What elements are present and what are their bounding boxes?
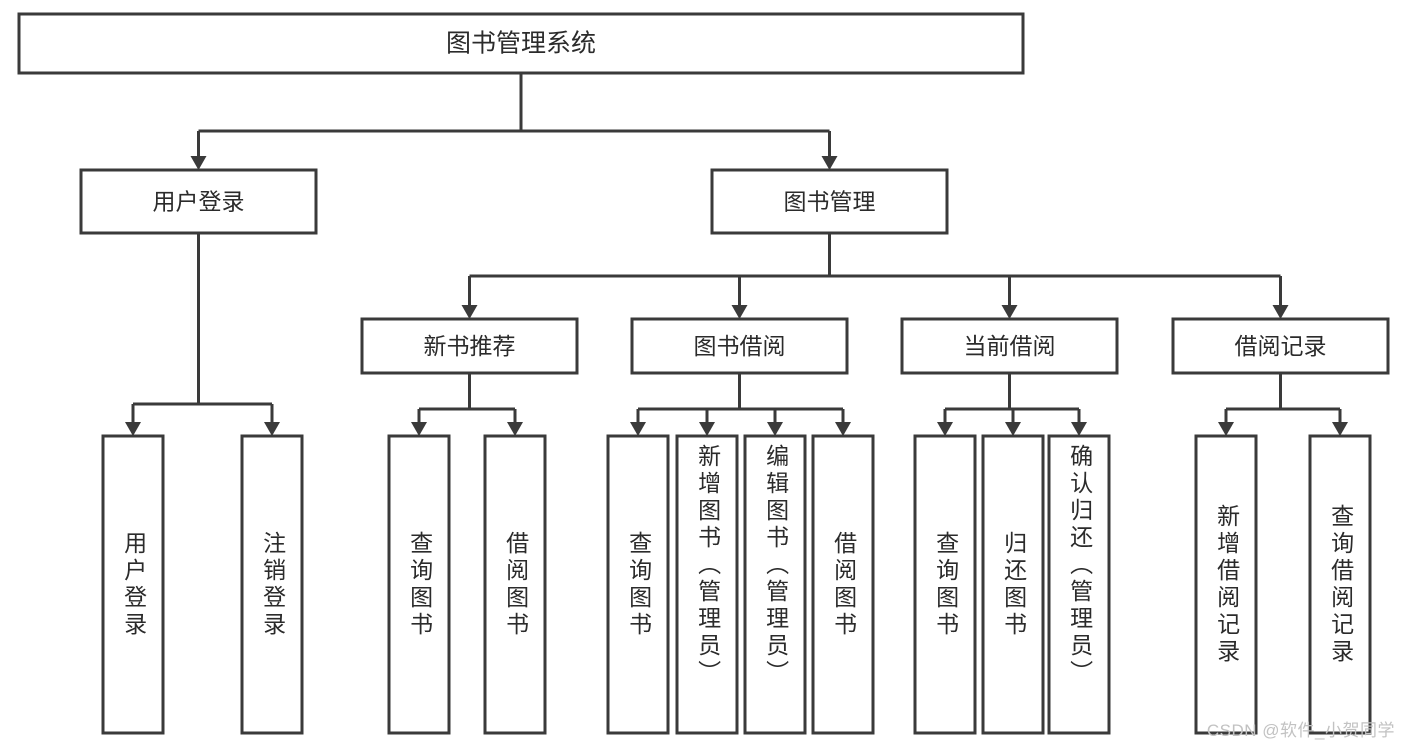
node-leaf-user-login[interactable] — [101, 434, 165, 735]
node-label-user-login: 用户登录 — [153, 189, 245, 215]
arrow-head-icon — [821, 156, 838, 170]
arrow-head-icon — [1332, 422, 1348, 436]
node-leaf-return-book[interactable] — [981, 434, 1045, 735]
node-label-book-borrow: 图书借阅 — [694, 333, 786, 359]
node-borrow-record[interactable] — [1171, 317, 1390, 375]
node-book-borrow[interactable] — [630, 317, 849, 375]
node-leaf-borrow-book-2[interactable] — [811, 434, 875, 735]
node-label-root: 图书管理系统 — [446, 30, 596, 58]
arrow-head-icon — [1005, 422, 1021, 436]
arrow-head-icon — [1218, 422, 1234, 436]
arrow-head-icon — [731, 305, 748, 319]
arrow-head-icon — [190, 156, 207, 170]
node-leaf-logout-login[interactable] — [240, 434, 304, 735]
node-root[interactable] — [17, 12, 1025, 75]
node-label-borrow-record: 借阅记录 — [1235, 333, 1327, 359]
csdn-watermark: CSDN @软件_小贺同学 — [1206, 721, 1395, 740]
arrow-head-icon — [411, 422, 427, 436]
arrow-head-icon — [1272, 305, 1289, 319]
node-box-layer — [17, 12, 1390, 735]
arrow-head-icon — [461, 305, 478, 319]
arrow-head-icon — [1001, 305, 1018, 319]
node-current-borrow[interactable] — [900, 317, 1119, 375]
arrow-head-icon — [125, 422, 141, 436]
node-label-new-book-recommend: 新书推荐 — [424, 333, 516, 359]
node-leaf-add-book[interactable] — [675, 434, 739, 735]
node-leaf-query-record[interactable] — [1308, 434, 1372, 735]
arrow-head-icon — [699, 422, 715, 436]
node-label-book-manage: 图书管理 — [784, 189, 876, 215]
node-leaf-edit-book[interactable] — [743, 434, 807, 735]
node-leaf-query-book-3[interactable] — [913, 434, 977, 735]
node-leaf-add-record[interactable] — [1194, 434, 1258, 735]
node-user-login[interactable] — [79, 168, 318, 235]
node-label-current-borrow: 当前借阅 — [964, 333, 1056, 359]
arrow-head-icon — [264, 422, 280, 436]
node-leaf-query-book-2[interactable] — [606, 434, 670, 735]
node-leaf-query-book-1[interactable] — [387, 434, 451, 735]
node-book-manage[interactable] — [710, 168, 949, 235]
arrow-head-icon — [1071, 422, 1087, 436]
arrow-head-icon — [630, 422, 646, 436]
node-leaf-confirm-return[interactable] — [1047, 434, 1111, 735]
arrow-head-icon — [937, 422, 953, 436]
arrow-head-icon — [507, 422, 523, 436]
connector-layer — [125, 73, 1348, 436]
arrow-head-icon — [767, 422, 783, 436]
arrow-head-icon — [835, 422, 851, 436]
node-leaf-borrow-book-1[interactable] — [483, 434, 547, 735]
node-new-book-recommend[interactable] — [360, 317, 579, 375]
